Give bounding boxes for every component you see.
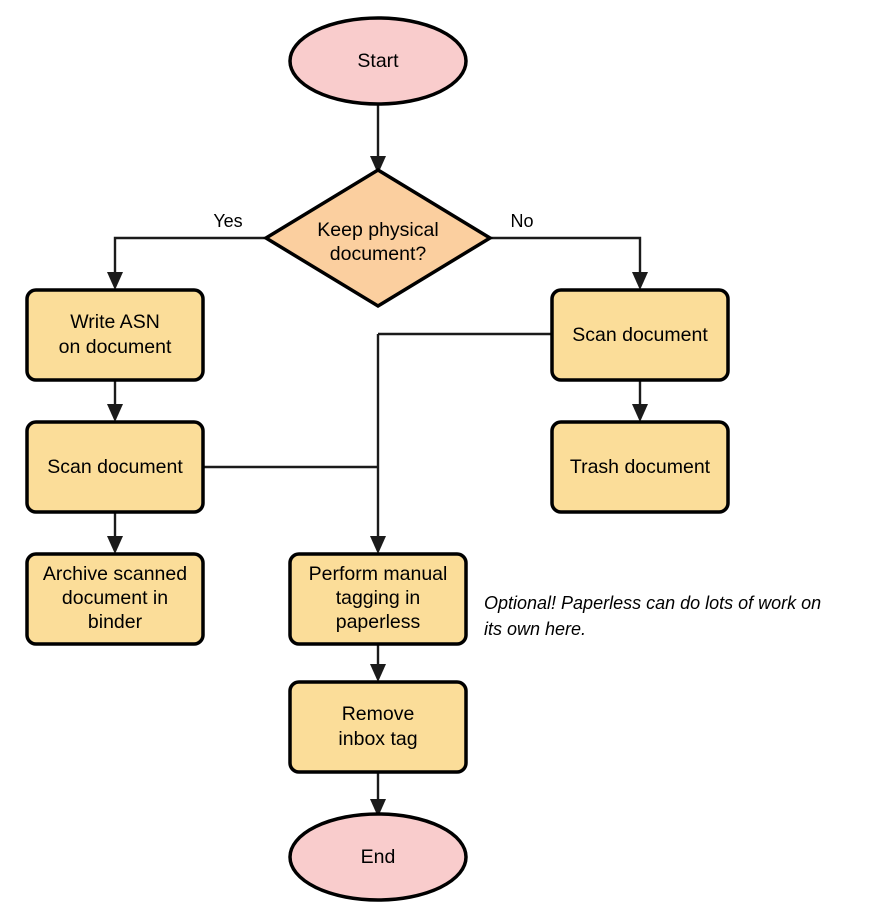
node-archive-label-line1: Archive scanned (43, 563, 187, 585)
node-end-label: End (361, 846, 396, 868)
node-tagging-label-line3: paperless (336, 611, 421, 633)
node-decision-label-line2: document? (330, 243, 427, 265)
node-archive-label-line2: document in (62, 587, 168, 609)
connector-tagging-to-removeinbox (370, 643, 386, 682)
node-tagging-label-line2: tagging in (336, 587, 421, 609)
node-tagging-label-line1: Perform manual (309, 563, 448, 585)
node-end[interactable]: End (288, 812, 468, 902)
connector-removeinbox-to-end (370, 772, 386, 817)
node-trash-document-label: Trash document (570, 456, 711, 478)
node-scan-document-left[interactable]: Scan document (25, 420, 205, 514)
connector-merge-trunk (370, 334, 386, 554)
node-trash-document[interactable]: Trash document (550, 420, 730, 514)
annotation-line2: its own here. (484, 619, 586, 639)
connector-yes-branch (107, 236, 265, 290)
annotation-line1: Optional! Paperless can do lots of work … (484, 593, 821, 613)
node-perform-manual-tagging[interactable]: Perform manual tagging in paperless (288, 552, 468, 646)
node-start-label: Start (357, 50, 399, 72)
node-write-asn-label-line1: Write ASN (70, 311, 160, 333)
node-remove-inbox-tag[interactable]: Remove inbox tag (288, 680, 468, 774)
node-archive-label-line3: binder (88, 611, 143, 633)
connector-no-branch (490, 236, 648, 290)
node-archive-scanned-document[interactable]: Archive scanned document in binder (25, 552, 205, 646)
node-scan-document-left-label: Scan document (47, 456, 183, 478)
node-scan-document-right-label: Scan document (572, 324, 708, 346)
connector-writeasn-to-scanleft (107, 380, 123, 422)
node-write-asn[interactable]: Write ASN on document (25, 288, 205, 382)
node-remove-inbox-label-line1: Remove (342, 703, 415, 725)
annotation-optional-paperless: Optional! Paperless can do lots of work … (484, 593, 821, 639)
edge-label-yes: Yes (213, 211, 242, 231)
connector-start-to-decision (370, 104, 386, 174)
node-start[interactable]: Start (288, 16, 468, 106)
node-decision-label-line1: Keep physical (317, 219, 438, 241)
node-scan-document-right[interactable]: Scan document (550, 288, 730, 382)
connector-scanleft-to-archive (107, 512, 123, 554)
connector-scanright-to-trash (632, 380, 648, 422)
edge-label-no: No (510, 211, 533, 231)
node-decision-keep-physical-document[interactable]: Keep physical document? (262, 167, 494, 309)
node-write-asn-label-line2: on document (59, 336, 172, 358)
node-remove-inbox-label-line2: inbox tag (338, 728, 417, 750)
